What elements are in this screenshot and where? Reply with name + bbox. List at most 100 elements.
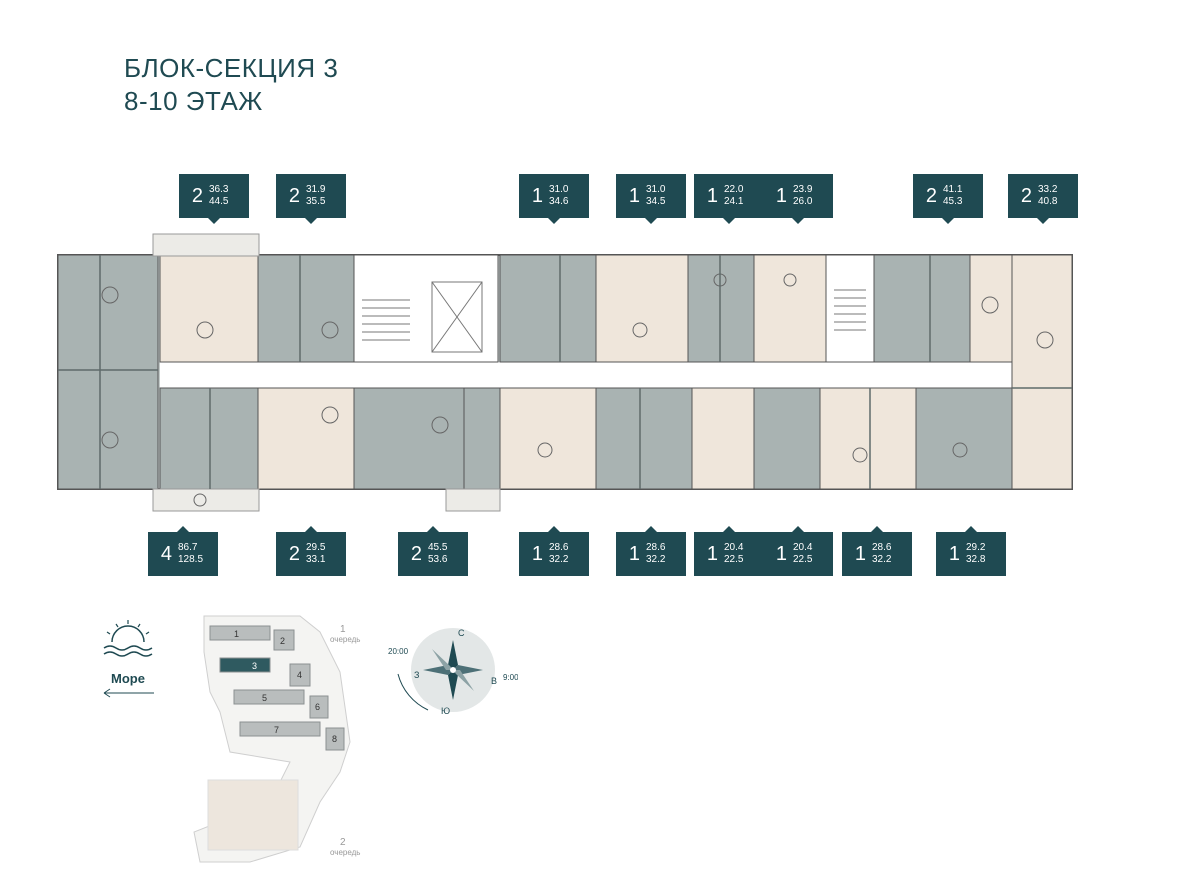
rooms-count: 2 (288, 184, 300, 207)
tag-pointer (871, 526, 883, 532)
total-area: 32.8 (966, 554, 986, 565)
living-area: 41.1 (943, 184, 963, 195)
compass-time-east: 9:00 (503, 673, 518, 682)
tag-pointer (1037, 218, 1049, 224)
queue-2-number: 2 (340, 837, 346, 848)
stairwell-2 (825, 254, 875, 363)
section-5 (233, 689, 305, 705)
rooms-count: 1 (531, 184, 543, 207)
total-area: 24.1 (724, 196, 744, 207)
living-area: 23.9 (793, 184, 813, 195)
balcony-top (152, 233, 260, 257)
tag-pointer (548, 218, 560, 224)
tag-pointer (723, 526, 735, 532)
section-label-5: 5 (262, 693, 267, 703)
rooms-count: 1 (854, 542, 866, 565)
total-area: 32.2 (646, 554, 666, 565)
total-area: 128.5 (178, 554, 204, 565)
total-area: 34.6 (549, 196, 569, 207)
living-area: 29.2 (966, 542, 986, 553)
apartment-4room (57, 254, 159, 490)
total-area: 32.2 (549, 554, 569, 565)
living-area: 86.7 (178, 542, 198, 553)
section-1 (209, 625, 271, 641)
living-area: 31.0 (549, 184, 569, 195)
apartment-top-2 (257, 254, 355, 363)
title-floors: 8-10 ЭТАЖ (124, 86, 263, 116)
apartment-bot-5 (595, 387, 693, 490)
tag-pointer (942, 218, 954, 224)
compass-west-label: З (414, 670, 419, 680)
stairs-1 (362, 281, 483, 353)
tag-pointer (548, 526, 560, 532)
tag-pointer (427, 526, 439, 532)
living-area: 28.6 (646, 542, 666, 553)
rooms-count: 4 (160, 542, 172, 565)
apartment-bot-7 (753, 387, 821, 490)
rooms-count: 1 (775, 542, 787, 565)
interior-walls (58, 255, 1072, 489)
tag-pointer (645, 218, 657, 224)
tag-pointer (792, 526, 804, 532)
apartment-top-7 (873, 254, 971, 363)
section-3 (219, 657, 271, 673)
balcony-bottom-2 (445, 488, 501, 512)
tag-pointer (723, 218, 735, 224)
living-area: 28.6 (549, 542, 569, 553)
section-7 (239, 721, 321, 737)
site-map: 1 2 3 4 5 6 7 8 1 очередь 2 очередь (193, 615, 360, 863)
apartment-bot-8 (819, 387, 917, 490)
tag-pointer (177, 526, 189, 532)
queue-2-label: очередь (330, 848, 360, 857)
total-area: 22.5 (724, 554, 744, 565)
rooms-count: 1 (706, 542, 718, 565)
section-label-3: 3 (252, 661, 257, 671)
sun-over-waves-icon (103, 620, 153, 657)
compass-rose-icon (423, 640, 483, 700)
section-2 (273, 629, 295, 651)
total-area: 44.5 (209, 196, 229, 207)
living-area: 45.5 (428, 542, 448, 553)
total-area: 45.3 (943, 196, 963, 207)
apartment-corner (1011, 254, 1073, 490)
living-area: 36.3 (209, 184, 229, 195)
total-area: 53.6 (428, 554, 448, 565)
living-area: 31.0 (646, 184, 666, 195)
section-label-6: 6 (315, 702, 320, 712)
section-label-8: 8 (332, 734, 337, 744)
tag-pointer (305, 218, 317, 224)
sea-label: Море (111, 671, 145, 686)
compass-south-label: Ю (441, 706, 450, 716)
total-area: 40.8 (1038, 196, 1058, 207)
rooms-count: 2 (925, 184, 937, 207)
apartment-bot-3 (353, 387, 465, 490)
stairs-2 (834, 289, 866, 331)
rooms-count: 1 (948, 542, 960, 565)
apartment-top-8 (969, 254, 1013, 363)
living-area: 22.0 (724, 184, 744, 195)
section-6 (309, 695, 329, 719)
living-area: 28.6 (872, 542, 892, 553)
queue-2-area (207, 779, 299, 851)
section-8 (325, 727, 345, 751)
page-title: БЛОК-СЕКЦИЯ 3 8-10 ЭТАЖ (124, 52, 338, 118)
total-area: 34.5 (646, 196, 666, 207)
